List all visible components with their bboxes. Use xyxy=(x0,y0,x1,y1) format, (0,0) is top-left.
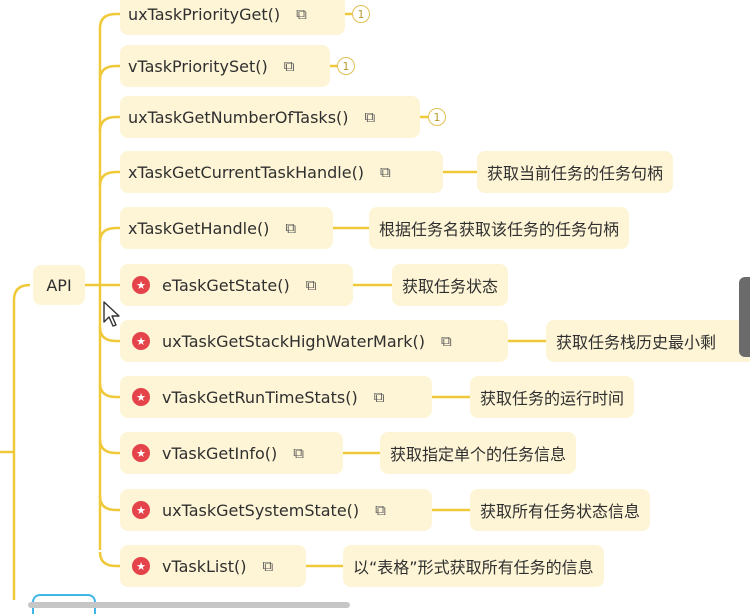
external-link-icon[interactable]: ⧉ xyxy=(293,444,304,462)
external-link-icon[interactable]: ⧉ xyxy=(262,557,274,575)
description-node[interactable]: 以“表格”形式获取所有任务的信息 xyxy=(343,545,604,587)
external-link-icon[interactable]: ⧉ xyxy=(283,57,295,75)
external-link-icon[interactable]: ⧉ xyxy=(285,219,297,237)
function-node[interactable]: ★ vTaskGetRunTimeStats() ⧉ xyxy=(120,376,432,418)
function-label: vTaskGetRunTimeStats() xyxy=(162,387,358,407)
count-badge[interactable]: 1 xyxy=(352,5,370,23)
function-node[interactable]: ★ uxTaskGetStackHighWaterMark() ⧉ xyxy=(120,320,508,362)
external-link-icon[interactable]: ⧉ xyxy=(364,108,376,126)
function-label: uxTaskPriorityGet() xyxy=(128,4,281,24)
function-label: vTaskList() xyxy=(162,556,247,576)
function-node[interactable]: uxTaskPriorityGet() ⧉ xyxy=(120,0,345,35)
function-node[interactable]: xTaskGetCurrentTaskHandle() ⧉ xyxy=(120,151,443,193)
horizontal-scrollbar[interactable] xyxy=(28,602,350,608)
function-label: xTaskGetCurrentTaskHandle() xyxy=(128,162,365,182)
external-link-icon[interactable]: ⧉ xyxy=(296,5,307,23)
star-icon: ★ xyxy=(132,332,150,350)
side-panel-handle[interactable] xyxy=(739,277,750,357)
function-label: uxTaskGetNumberOfTasks() xyxy=(128,107,349,127)
count-badge[interactable]: 1 xyxy=(337,57,355,75)
description-node[interactable]: 根据任务名获取该任务的任务句柄 xyxy=(369,207,630,249)
external-link-icon[interactable]: ⧉ xyxy=(440,332,452,350)
function-node[interactable]: ★ vTaskList() ⧉ xyxy=(120,545,306,587)
function-node[interactable]: ★ vTaskGetInfo() ⧉ xyxy=(120,432,343,474)
description-node[interactable]: 获取任务栈历史最小剩 xyxy=(546,320,750,362)
star-icon: ★ xyxy=(132,444,150,462)
function-label: vTaskPrioritySet() xyxy=(128,56,268,76)
description-node[interactable]: 获取指定单个的任务信息 xyxy=(380,432,577,474)
external-link-icon[interactable]: ⧉ xyxy=(305,276,317,294)
function-node[interactable]: vTaskPrioritySet() ⧉ xyxy=(120,45,330,87)
external-link-icon[interactable]: ⧉ xyxy=(380,163,391,181)
function-label: eTaskGetState() xyxy=(162,275,290,295)
count-badge[interactable]: 1 xyxy=(428,108,446,126)
function-node[interactable]: uxTaskGetNumberOfTasks() ⧉ xyxy=(120,96,420,138)
function-node[interactable]: ★ uxTaskGetSystemState() ⧉ xyxy=(120,489,432,531)
external-link-icon[interactable]: ⧉ xyxy=(375,501,386,519)
description-node[interactable]: 获取任务的运行时间 xyxy=(470,376,635,418)
external-link-icon[interactable]: ⧉ xyxy=(373,388,385,406)
function-label: xTaskGetHandle() xyxy=(128,218,270,238)
star-icon: ★ xyxy=(132,501,150,519)
api-label: API xyxy=(46,275,72,295)
star-icon: ★ xyxy=(132,557,150,575)
function-label: uxTaskGetSystemState() xyxy=(162,500,360,520)
mouse-cursor-icon xyxy=(103,301,120,327)
function-node[interactable]: ★ eTaskGetState() ⧉ xyxy=(120,264,353,306)
function-label: vTaskGetInfo() xyxy=(162,443,278,463)
description-node[interactable]: 获取当前任务的任务句柄 xyxy=(477,151,674,193)
api-node[interactable]: API xyxy=(33,265,85,305)
description-node[interactable]: 获取所有任务状态信息 xyxy=(470,489,651,531)
star-icon: ★ xyxy=(132,276,150,294)
watermark xyxy=(540,0,750,14)
star-icon: ★ xyxy=(132,388,150,406)
function-label: uxTaskGetStackHighWaterMark() xyxy=(162,331,425,351)
description-node[interactable]: 获取任务状态 xyxy=(392,264,509,306)
function-node[interactable]: xTaskGetHandle() ⧉ xyxy=(120,207,333,249)
